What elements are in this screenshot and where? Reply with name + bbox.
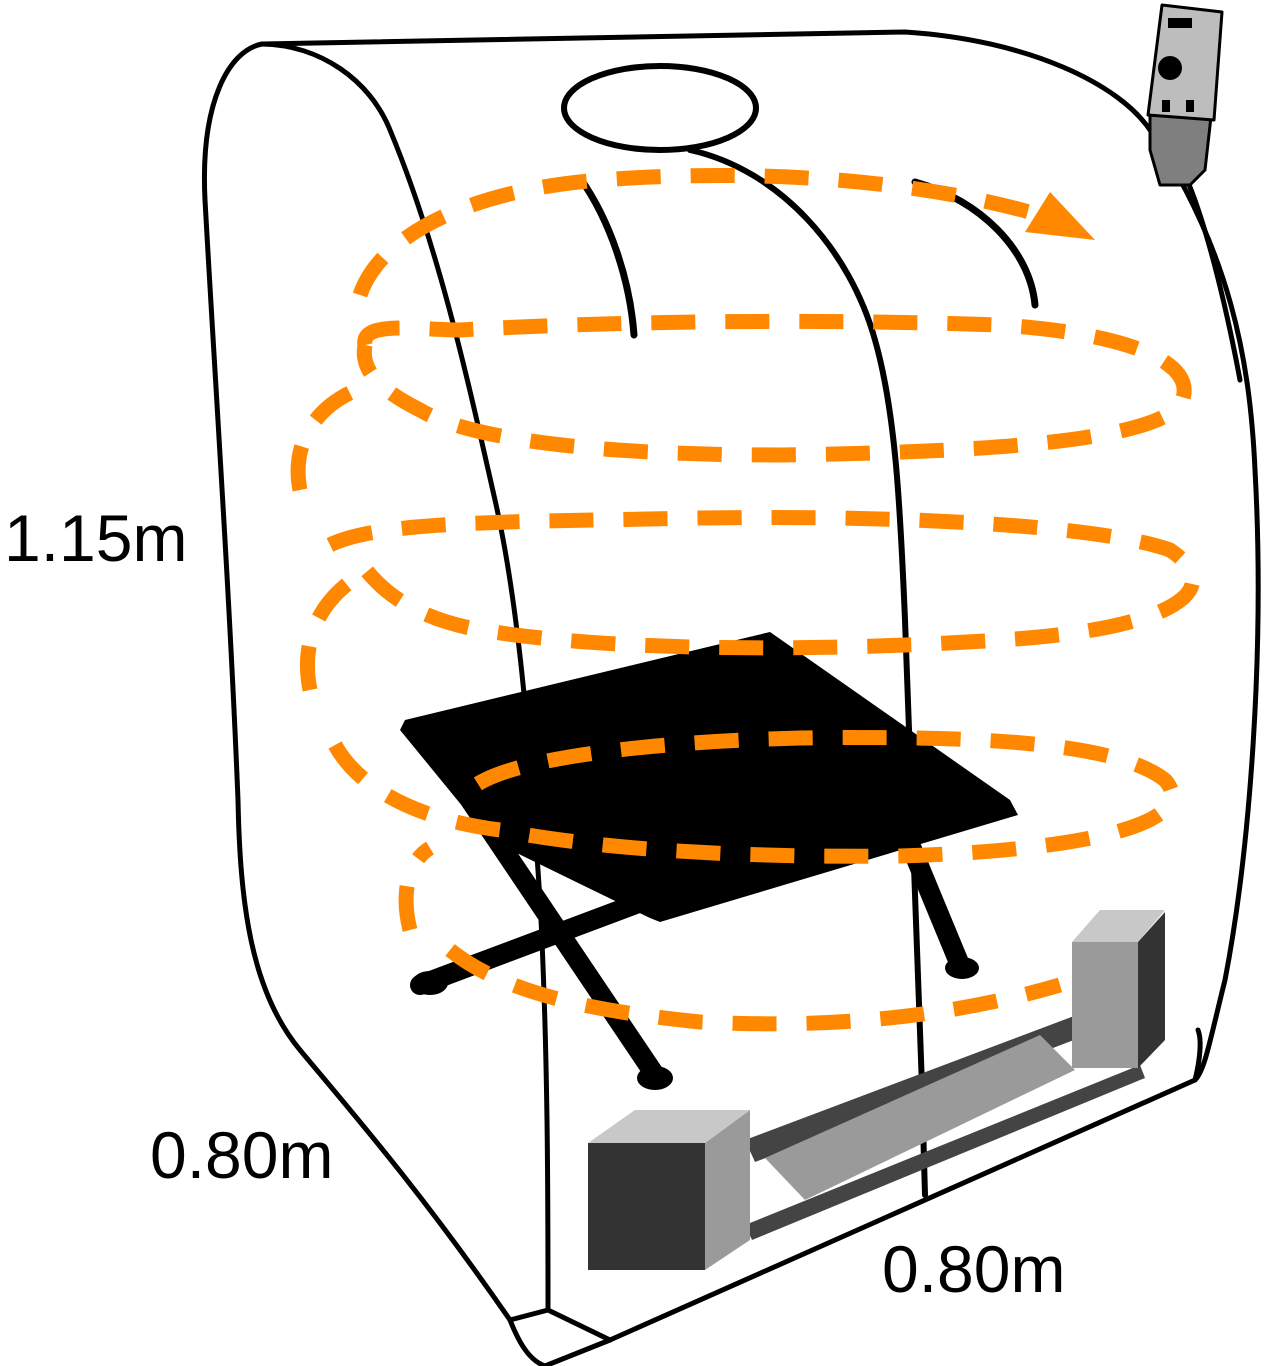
rotation-arc-left — [576, 174, 638, 339]
airflow-loop-1 — [352, 168, 1043, 298]
airflow-loop-6 — [328, 730, 1180, 864]
depth-label: 0.80m — [150, 1118, 334, 1192]
airflow-loop-3 — [290, 377, 373, 492]
ellipse-opening-icon — [561, 63, 759, 153]
block-left-top — [588, 1110, 750, 1143]
sensor-dial — [1158, 56, 1182, 80]
sensor-display — [1168, 18, 1192, 28]
airflow-lines — [290, 168, 1200, 1032]
airflow-loop-7 — [398, 841, 435, 932]
right-back-edge — [1182, 172, 1243, 383]
airflow-loop-2 — [356, 313, 1192, 463]
airflow-loop-8 — [445, 944, 1063, 1032]
block-left-front — [588, 1143, 705, 1270]
right-bottom-seam — [1192, 1027, 1203, 1083]
seat-leg-front-left — [460, 790, 665, 1085]
rail-panel — [765, 1035, 1075, 1200]
support-pole — [687, 147, 928, 1198]
seat-foot-back-left — [412, 971, 448, 995]
block-right-side — [1138, 912, 1165, 1068]
front-bottom-edge — [545, 1307, 613, 1343]
sensor-slot — [1162, 100, 1170, 112]
heater-base — [588, 910, 1165, 1270]
airflow-arrowhead — [1025, 192, 1095, 240]
seat-foot-front-right — [945, 957, 979, 979]
block-left-side — [705, 1110, 750, 1270]
sensor-body — [1146, 3, 1224, 122]
rail-front — [745, 1065, 1145, 1240]
airflow-loop-5 — [299, 568, 365, 692]
sensor-slot-2 — [1186, 100, 1194, 112]
seat-foot-front-left — [637, 1066, 673, 1090]
height-label: 1.15m — [4, 501, 188, 575]
airflow-loop-4 — [326, 510, 1200, 656]
block-right-top — [1072, 910, 1165, 942]
front-left-edge — [259, 41, 551, 1323]
thermometer-sensor-icon — [1146, 3, 1224, 187]
width-label: 0.80m — [882, 1232, 1066, 1306]
block-right-front — [1072, 942, 1138, 1068]
